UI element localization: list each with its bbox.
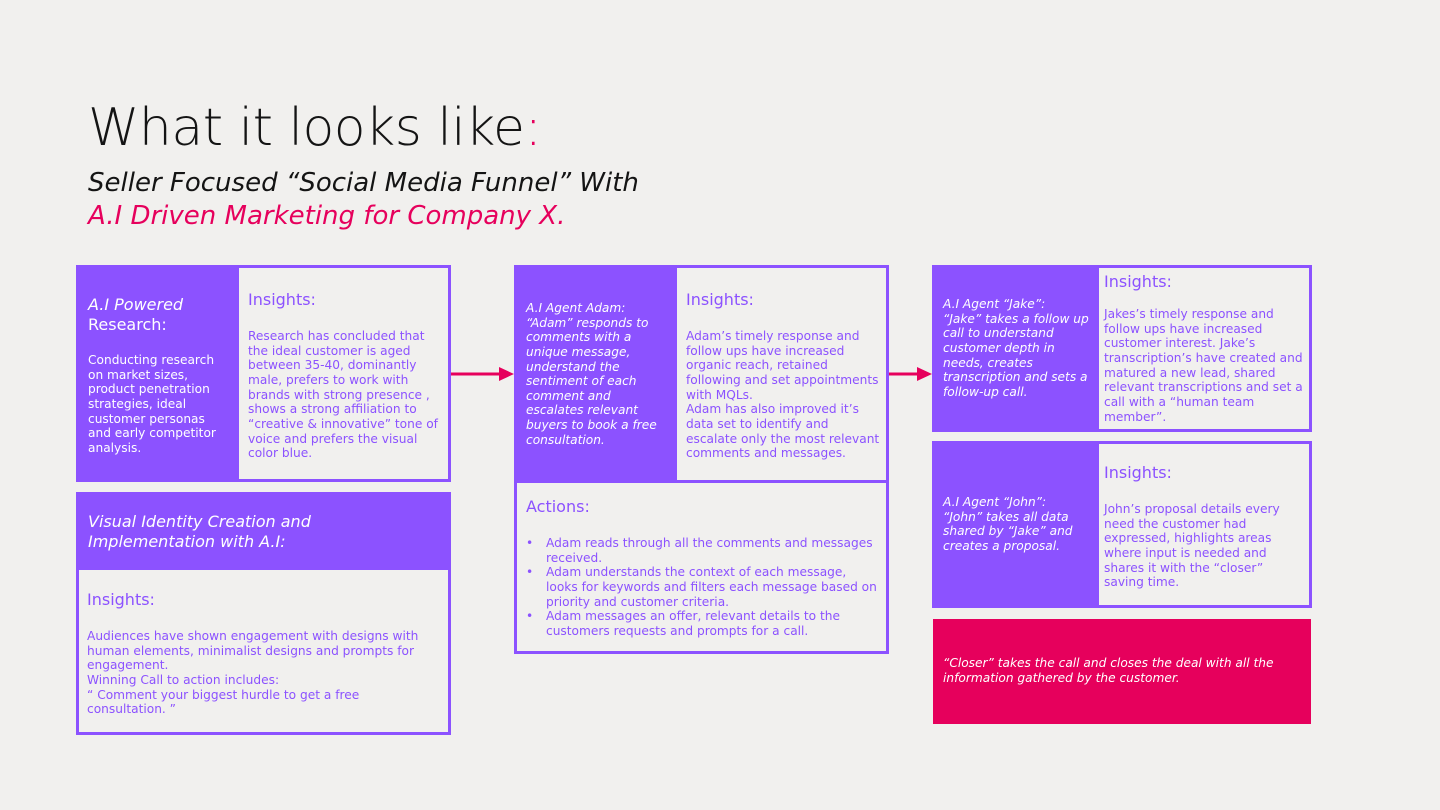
adam-actions-divider [514,480,889,483]
adam-insights-line-2: Adam has also improved it’s data set to … [686,402,880,461]
arrow-right-icon [451,367,514,381]
adam-insights-heading: Insights: [686,290,754,309]
closer-card: “Closer” takes the call and closes the d… [933,619,1311,724]
john-insights-heading: Insights: [1104,463,1172,482]
research-insights-heading: Insights: [248,290,316,309]
page-title-text: What it looks like [88,98,525,158]
research-panel: A.I Powered Research: Conducting researc… [76,265,239,482]
john-insights-text: John’s proposal details every need the c… [1104,502,1280,590]
john-title: A.I Agent “John”: [943,495,1047,509]
jake-insights-heading: Insights: [1104,272,1172,291]
john-insights: Insights: John’s proposal details every … [1104,463,1304,590]
visual-identity-title: Visual Identity Creation and Implementat… [88,512,311,551]
arrow-right-icon [889,367,932,381]
adam-action-item: Adam understands the context of each mes… [526,565,881,609]
adam-action-item: Adam reads through all the comments and … [526,536,881,565]
research-description: Conducting research on market sizes, pro… [88,353,216,455]
adam-action-item: Adam messages an offer, relevant details… [526,609,881,638]
visual-identity-insights-line-3: “ Comment your biggest hurdle to get a f… [87,687,360,717]
jake-title: A.I Agent “Jake”: [943,297,1046,311]
visual-identity-insights: Insights: Audiences have shown engagemen… [87,590,437,717]
john-description: “John” takes all data shared by “Jake” a… [943,509,1073,553]
page-title: What it looks like: [88,98,542,158]
adam-insights: Insights: Adam’s timely response and fol… [686,290,882,461]
research-insights-text: Research has concluded that the ideal cu… [248,329,438,461]
visual-identity-insights-heading: Insights: [87,590,155,609]
adam-actions-heading: Actions: [526,497,590,516]
closer-text: “Closer” takes the call and closes the d… [943,656,1274,685]
jake-insights: Insights: Jakes’s timely response and fo… [1104,272,1304,424]
research-insights: Insights: Research has concluded that th… [248,290,443,461]
adam-insights-line-1: Adam’s timely response and follow ups ha… [686,329,879,402]
adam-actions: Actions: Adam reads through all the comm… [526,497,881,639]
john-panel: A.I Agent “John”: “John” takes all data … [932,441,1099,608]
research-title-line2: Research: [88,315,167,334]
jake-description: “Jake” takes a follow up call to underst… [943,311,1089,399]
visual-identity-insights-line-2: Winning Call to action includes: [87,673,280,688]
visual-identity-panel: Visual Identity Creation and Implementat… [76,492,451,570]
jake-panel: A.I Agent “Jake”: “Jake” takes a follow … [932,265,1099,432]
adam-title: A.I Agent Adam: [526,301,626,315]
subtitle-line-1: Seller Focused “Social Media Funnel” Wit… [88,168,639,198]
adam-description: “Adam” responds to comments with a uniqu… [526,315,657,447]
research-title-line1: A.I Powered [88,295,184,314]
title-colon: : [524,98,542,158]
subtitle-line-2: A.I Driven Marketing for Company X. [88,201,566,231]
adam-actions-list: Adam reads through all the comments and … [526,536,881,638]
visual-identity-insights-line-1: Audiences have shown engagement with des… [87,629,419,673]
jake-insights-text: Jakes’s timely response and follow ups h… [1104,307,1303,424]
adam-panel: A.I Agent Adam: “Adam” responds to comme… [514,265,677,482]
